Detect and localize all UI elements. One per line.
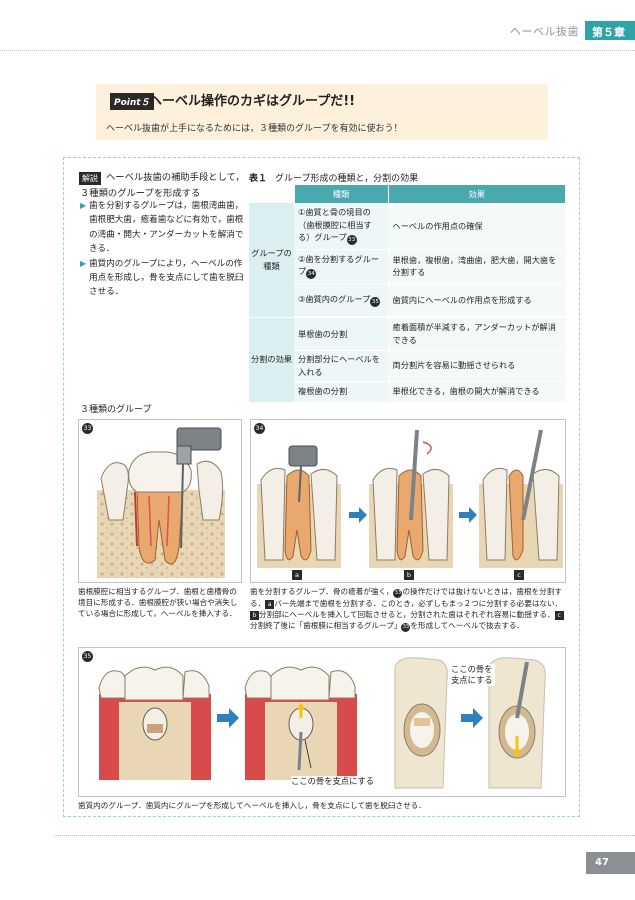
table-effect-cell: 歯質内にヘーベルの作用点を形成する <box>388 283 566 318</box>
bullet-item: 歯質内のグループにより，ヘーベルの作用点を形成し，骨を支点にして歯を脱臼させる． <box>80 257 245 300</box>
panel-a <box>257 445 341 568</box>
panel-3 <box>394 657 448 789</box>
caption-text: 歯を分割するグループ．骨の癒着が強く， <box>250 587 394 596</box>
table-effect-cell: 両分割片を容易に動揺させられる <box>388 350 566 382</box>
panel-2 <box>244 666 357 780</box>
page-number: 47 <box>586 852 635 874</box>
table-kind-cell: 単根歯の分割 <box>294 317 389 351</box>
kind-text: ③歯質内のグループ <box>298 293 371 304</box>
table-header-row: 種類 効果 <box>249 185 566 203</box>
table-corner <box>249 185 295 203</box>
figure-ref: 33 <box>401 623 411 633</box>
table-header-effect: 効果 <box>388 185 566 203</box>
panel-1 <box>98 666 211 780</box>
point-tag: Point５ <box>110 93 154 110</box>
caption-text: バー先端まで歯根を分割する．このとき，必ずしもまっ２つに分割する必要はない． <box>274 599 563 608</box>
figure-ref: 33 <box>346 235 357 246</box>
figure-ref: 35 <box>370 296 381 307</box>
panel-label: c <box>514 570 524 580</box>
bullet-item: 歯を分割するグループは，歯根湾曲歯，歯根肥大歯，癒着歯などに有効で，歯根の湾曲・… <box>80 199 245 257</box>
panel-b <box>369 429 453 568</box>
callout-fulcrum-bone-bottom: ここの骨を支点にする <box>291 776 375 787</box>
table-header-kind: 種類 <box>294 185 389 203</box>
bottom-divider <box>54 835 635 836</box>
figure-33: 33 <box>78 419 242 583</box>
arrow-right-icon <box>461 708 483 728</box>
main-frame <box>63 157 580 817</box>
figure-ref: 34 <box>306 269 317 280</box>
figure-number: 34 <box>254 423 265 434</box>
caption-text: 分割部にヘーベルを挿入して回転させると，分割された歯はそれぞれ容易に動揺する． <box>259 610 555 620</box>
kind-text: ①歯質と骨の境目の（歯根膜腔に相当する）グループ <box>298 207 372 243</box>
table-caption: 表１ グループ形成の種類と，分割の効果 <box>249 171 418 184</box>
table-kind-cell: 分割部分にヘーベルを入れる <box>294 350 389 382</box>
arrow-right-icon <box>459 507 477 523</box>
arrow-right-icon <box>349 507 367 523</box>
table-effect-cell: 単根歯，複根歯，湾曲歯，肥大歯，開大歯を分割する <box>388 249 566 284</box>
panel-4 <box>488 657 546 789</box>
caption-text: を形成してヘーベルで抜去する． <box>410 621 525 631</box>
caption-text: 分割終了後に「歯根膜に相当するグループ」 <box>250 621 402 631</box>
table-row: 複根歯の分割 単根化できる，歯根の開大が解消できる <box>249 381 566 403</box>
panel-ref: a <box>265 600 275 609</box>
figure-34-caption: 歯を分割するグループ．骨の癒着が強く，33の操作だけでは抜けないときは，歯根を分… <box>250 586 566 633</box>
panel-ref: b <box>250 611 259 621</box>
chapter-tab: 第５章 <box>585 21 635 40</box>
figure-33-caption: 歯根膜腔に相当するグループ．歯根と歯槽骨の境目に形成する．歯根膜腔が狭い場合や消… <box>78 587 238 619</box>
table-effect-cell: 単根化できる，歯根の開大が解消できる <box>388 381 566 403</box>
explanation-title: ヘーベル抜歯の補助手段として， <box>106 172 245 183</box>
table-row: 分割の効果 単根歯の分割 癒着面積が半減する，アンダーカットが解消できる <box>249 317 566 403</box>
arrow-right-icon <box>217 708 239 728</box>
figure-35-caption: 歯質内のグループ．歯質内にグループを形成してヘーベルを挿入し，骨を支点にして歯を… <box>78 801 426 810</box>
table-row: 分割部分にヘーベルを入れる 両分割片を容易に動揺させられる <box>249 350 566 382</box>
table-caption-text: グループ形成の種類と，分割の効果 <box>275 174 419 184</box>
explanation-title-line2: ３種類のグループを形成する <box>80 188 201 199</box>
figure-number: 35 <box>82 651 93 662</box>
table-group-label: グループの種類 <box>249 203 294 318</box>
kind-text: ②歯を分割するグループ <box>298 253 380 277</box>
table-kind-cell: 複根歯の分割 <box>294 381 389 403</box>
point-box: Point５ ヘーベル操作のカギはグループだ!! ヘーベル抜歯が上手になるために… <box>96 84 548 140</box>
explanation-tag: 解説 <box>79 172 101 185</box>
explanation-bullets: 歯を分割するグループは，歯根湾曲歯，歯根肥大歯，癒着歯などに有効で，歯根の湾曲・… <box>80 199 245 300</box>
tooth-split-illustration <box>257 429 563 568</box>
table-effect-cell: 癒着面積が半減する，アンダーカットが解消できる <box>388 317 566 351</box>
callout-fulcrum-bone: ここの骨を支点にする <box>451 664 495 686</box>
table-caption-label: 表１ <box>249 174 268 184</box>
panel-label: b <box>404 570 414 580</box>
point-subtitle: ヘーベル抜歯が上手になるためには，３種類のグループを有効に使おう！ <box>106 124 403 134</box>
point-title: ヘーベル操作のカギはグループだ!! <box>149 94 356 109</box>
table-effect-cell: ヘーベルの作用点の確保 <box>388 203 566 250</box>
figure-ref: 33 <box>393 589 403 598</box>
top-divider <box>0 50 635 51</box>
table-group-label: 分割の効果 <box>249 317 294 403</box>
panel-label: a <box>292 570 302 580</box>
panel-c <box>479 429 563 568</box>
section-title: ヘーベル抜歯 <box>510 25 579 38</box>
intra-tooth-groove-illustration <box>98 657 546 789</box>
panel-ref: c <box>554 611 564 621</box>
figures-heading: ３種類のグループ <box>80 405 152 415</box>
caption-text: の操作だけでは抜けないときは，歯根を分割する． <box>250 587 562 608</box>
figure-number: 33 <box>82 423 93 434</box>
figure-35: 35 <box>78 647 566 797</box>
figure-34: 34 a b c <box>250 419 566 583</box>
tooth-drill-illustration <box>97 427 225 578</box>
